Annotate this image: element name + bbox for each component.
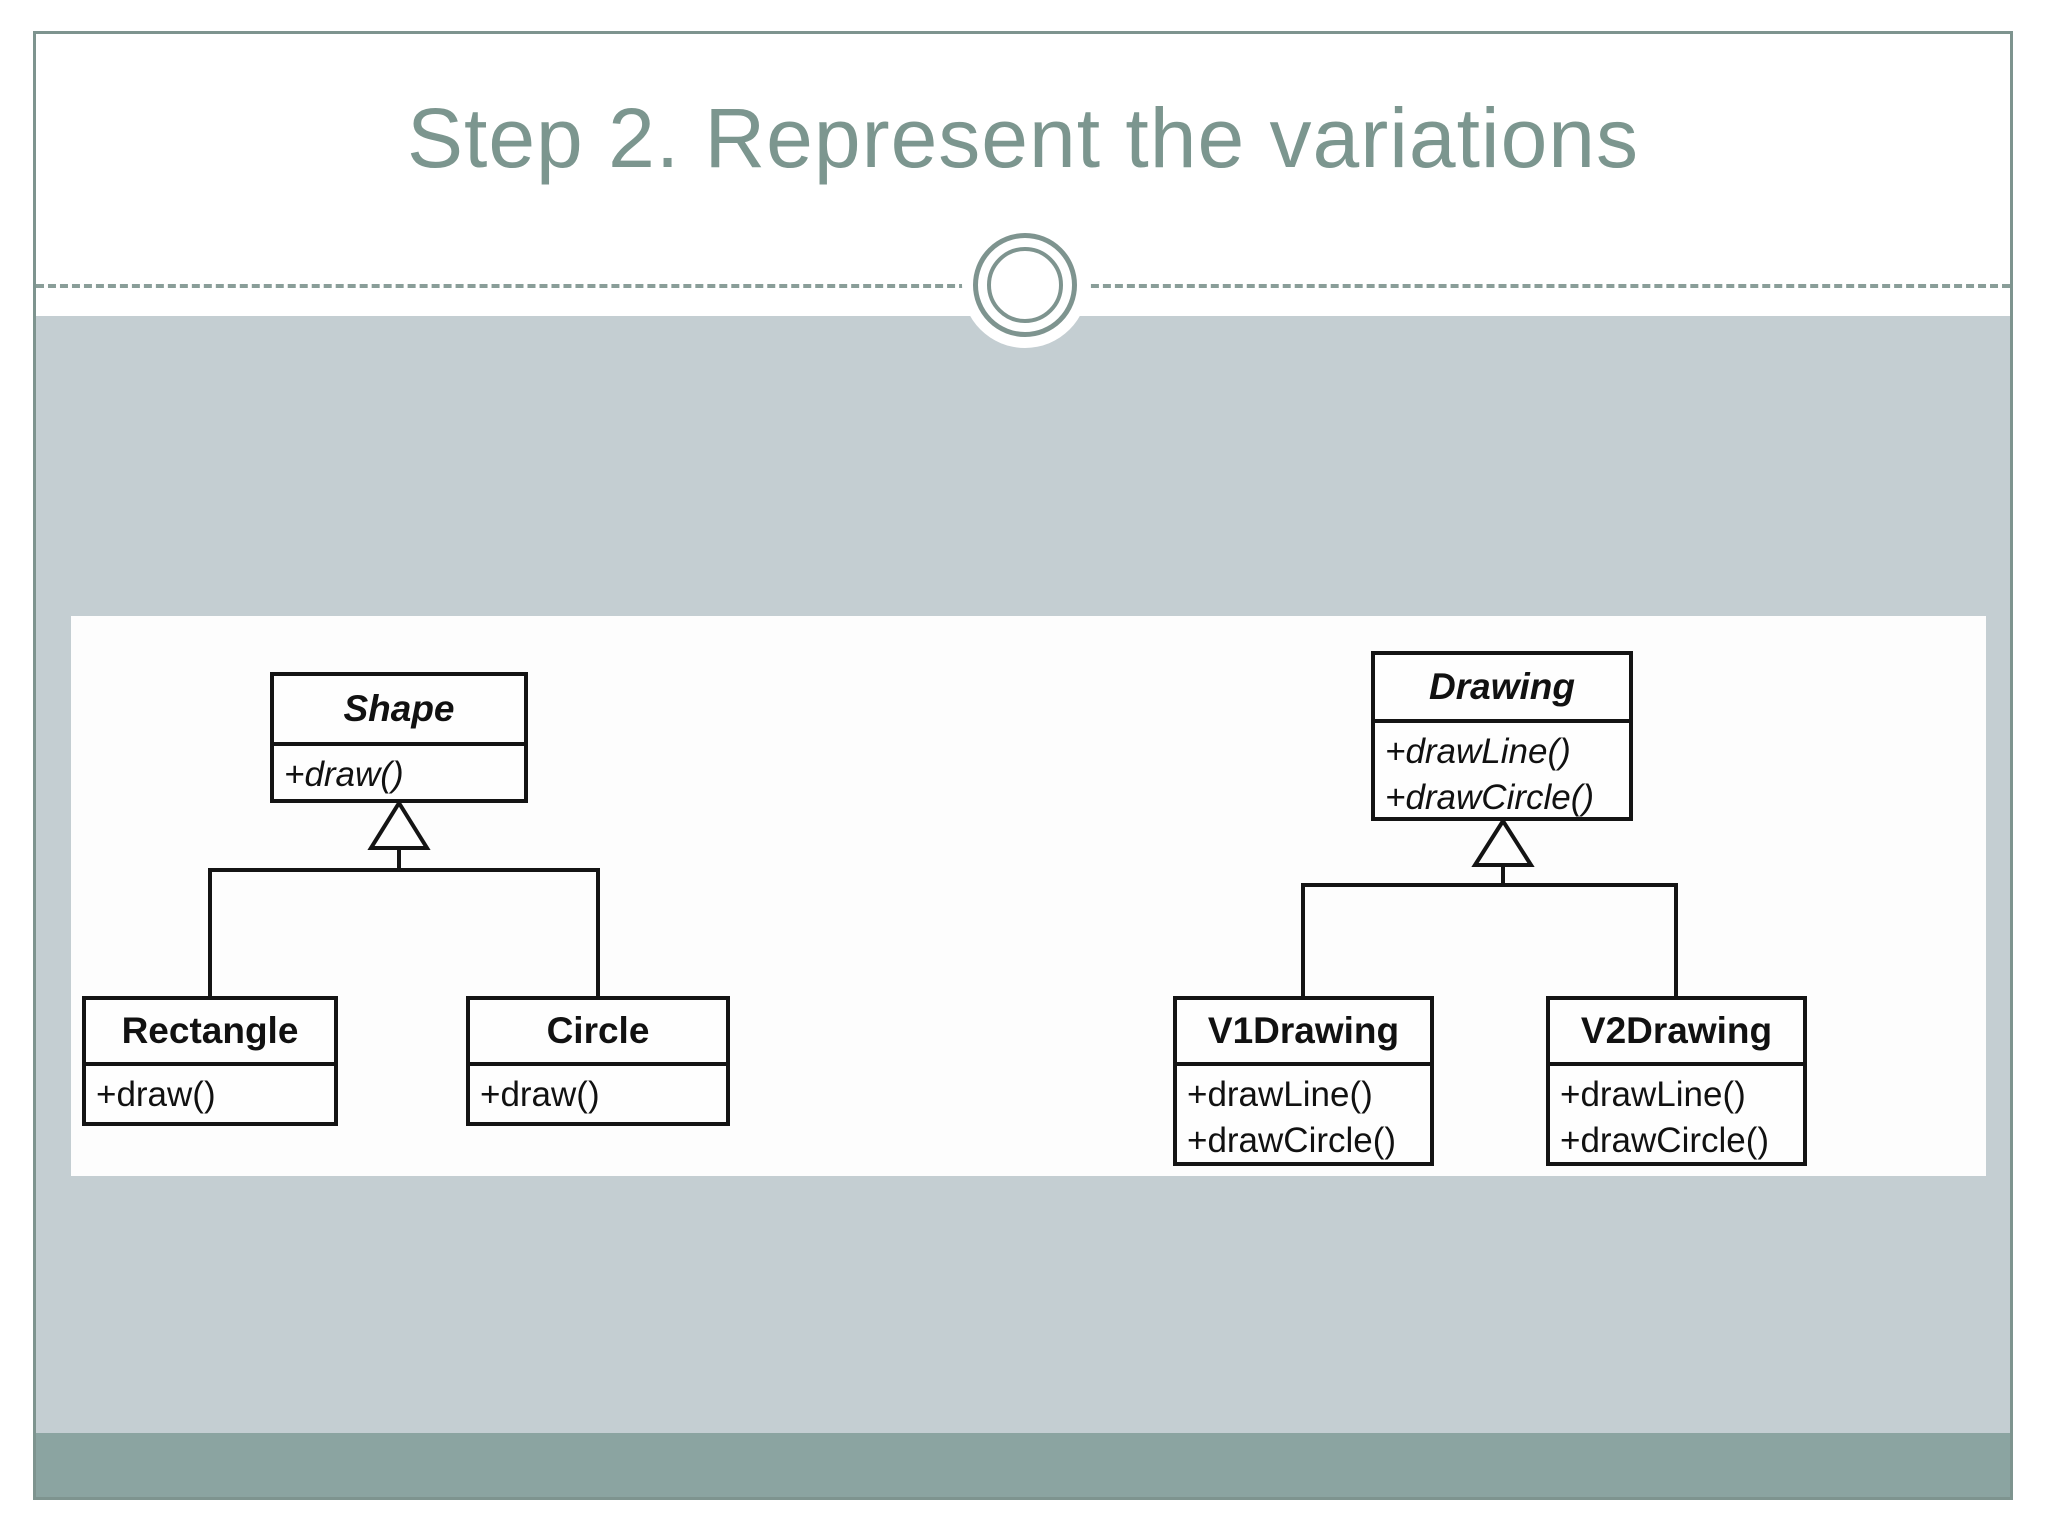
- footer-band: [36, 1433, 2010, 1497]
- method-circle-draw: +draw(): [480, 1075, 600, 1114]
- class-box-v2drawing: V2Drawing +drawLine() +drawCircle(): [1546, 996, 1807, 1166]
- method-shape-draw: +draw(): [284, 755, 404, 794]
- inheritance-triangle-shape: [367, 799, 431, 850]
- class-name-circle: Circle: [546, 1010, 650, 1051]
- method-v2-drawcircle: +drawCircle(): [1560, 1121, 1770, 1160]
- slide-title: Step 2. Represent the variations: [406, 91, 1640, 185]
- method-drawing-drawline: +drawLine(): [1385, 732, 1571, 771]
- class-box-rectangle: Rectangle +draw(): [82, 996, 338, 1126]
- method-v2-drawline: +drawLine(): [1560, 1075, 1746, 1114]
- inheritance-triangle-drawing: [1471, 817, 1535, 867]
- method-v1-drawcircle: +drawCircle(): [1187, 1121, 1397, 1160]
- class-name-shape: Shape: [343, 688, 455, 729]
- class-name-v2drawing: V2Drawing: [1580, 1010, 1773, 1051]
- divider-circle-inner-ring-icon: [987, 247, 1063, 323]
- diagram-panel: Shape +draw() Rectangle +draw() Circle +…: [71, 616, 1986, 1176]
- method-v1-drawline: +drawLine(): [1187, 1075, 1373, 1114]
- inheritance-connectors: [208, 799, 1678, 998]
- class-name-drawing: Drawing: [1429, 666, 1575, 707]
- class-box-shape: Shape +draw(): [270, 672, 528, 803]
- class-box-drawing: Drawing +drawLine() +drawCircle(): [1371, 651, 1633, 821]
- slide-frame: Step 2. Represent the variations: [33, 31, 2013, 1500]
- class-name-v1drawing: V1Drawing: [1207, 1010, 1400, 1051]
- class-box-circle: Circle +draw(): [466, 996, 730, 1126]
- class-name-rectangle: Rectangle: [121, 1010, 299, 1051]
- method-drawing-drawcircle: +drawCircle(): [1385, 778, 1595, 817]
- method-rectangle-draw: +draw(): [96, 1075, 216, 1114]
- class-box-v1drawing: V1Drawing +drawLine() +drawCircle(): [1173, 996, 1434, 1166]
